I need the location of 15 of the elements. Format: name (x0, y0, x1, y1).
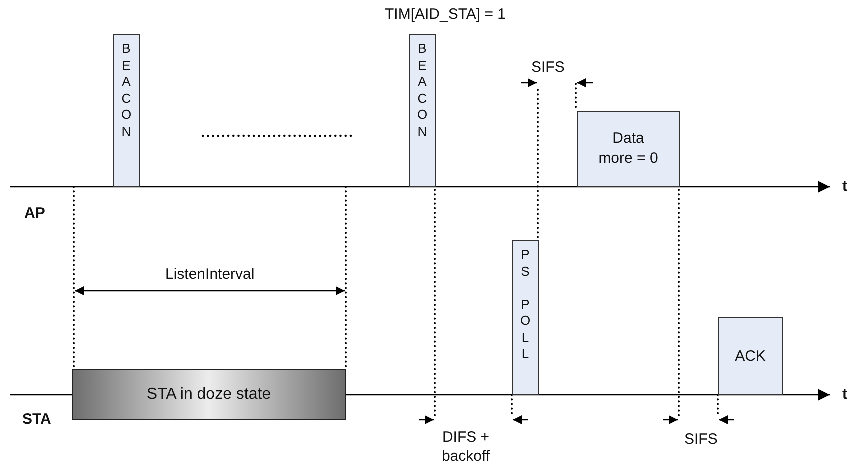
beacon-frame: BEACON (409, 34, 436, 187)
interval-label: SIFS (684, 431, 718, 448)
ack-frame: ACK (718, 317, 783, 395)
doze-state-bar: STA in doze state (72, 369, 346, 420)
timeline-label: STA (22, 411, 52, 428)
frame-annotation: TIM[AID_STA] = 1 (385, 6, 506, 23)
interval-label: SIFS (532, 59, 565, 76)
axis-label: t (842, 178, 848, 195)
interval-label: ListenInterval (166, 266, 255, 283)
beacon-frame: BEACON (113, 34, 140, 187)
ps-poll-frame: PS POLL (512, 240, 539, 395)
axis-label: t (842, 386, 848, 403)
interval-label: DIFS + backoff (440, 428, 492, 466)
timeline-label: AP (24, 205, 46, 222)
data-frame: Data more = 0 (577, 111, 680, 187)
